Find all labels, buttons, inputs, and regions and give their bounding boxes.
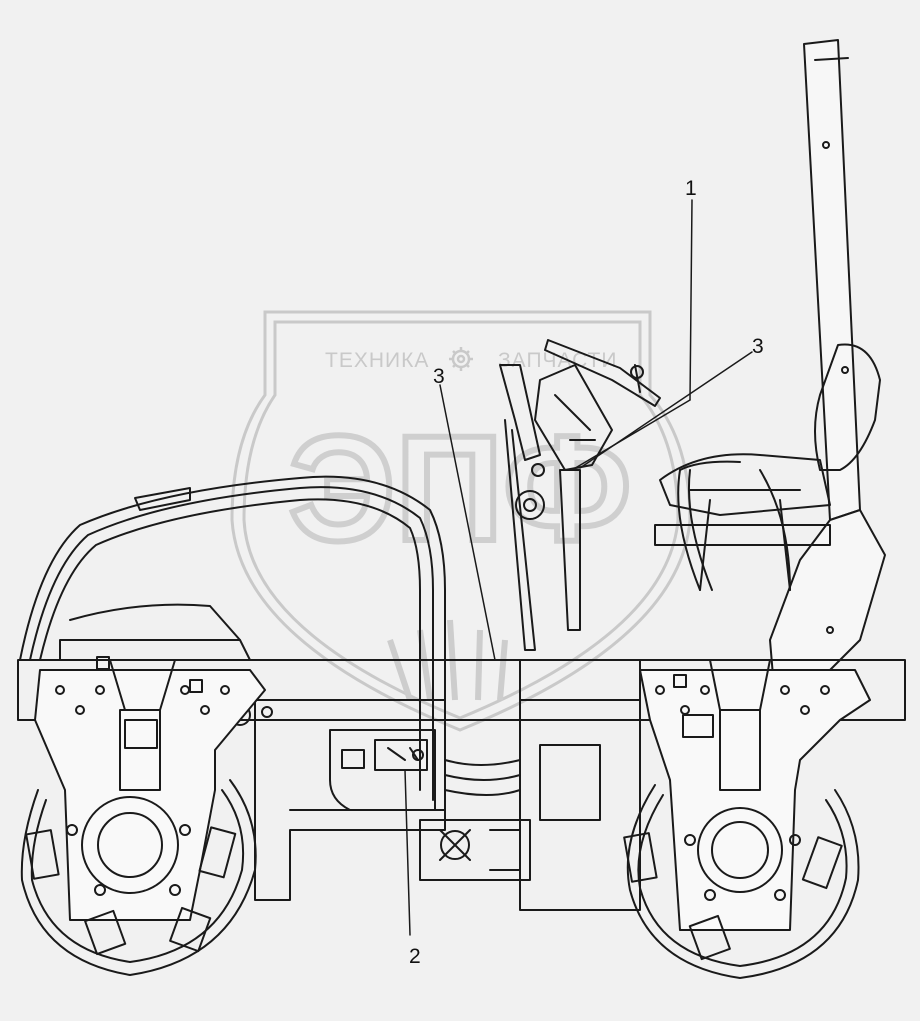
steering-column (499, 339, 661, 651)
drive-motor (419, 819, 531, 881)
rops-frame (769, 39, 886, 701)
watermark-left-text: ТЕХНИКА (325, 349, 429, 372)
callout-label-3-right: 3 (752, 335, 764, 358)
callout-leaders (404, 199, 753, 936)
gear-icon (449, 347, 473, 371)
rear-drum (623, 784, 860, 979)
callout-label-2: 2 (409, 945, 421, 968)
hydraulic-hoses (444, 469, 791, 796)
front-drum-frame (34, 656, 266, 921)
control-panel (341, 739, 428, 771)
operator-seat (654, 343, 881, 591)
front-drum (20, 779, 257, 976)
callout-label-3-left: 3 (433, 365, 445, 388)
callout-label-1: 1 (685, 177, 697, 200)
watermark-logo: ЭПФ (230, 310, 692, 732)
rear-drum-frame (639, 659, 871, 931)
